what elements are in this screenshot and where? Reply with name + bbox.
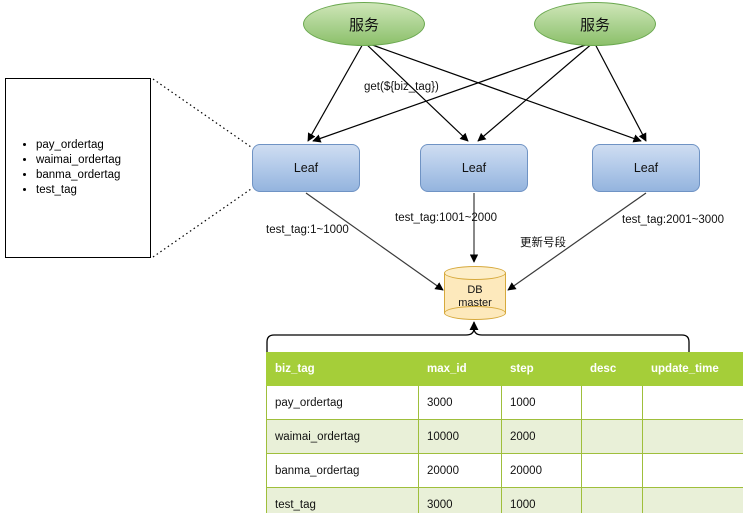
zoom-connector-dotted	[152, 78, 252, 258]
biz-tag-list: pay_ordertag waimai_ordertag banma_order…	[6, 138, 121, 198]
cell-max-id: 10000	[418, 419, 502, 454]
service-node-label: 服务	[348, 16, 379, 34]
table-row: waimai_ordertag 10000 2000	[266, 419, 743, 454]
table-row: pay_ordertag 3000 1000	[266, 385, 743, 420]
cell-biz-tag: pay_ordertag	[266, 385, 419, 420]
table-body: pay_ordertag 3000 1000 waimai_ordertag 1…	[266, 385, 743, 513]
cell-step: 2000	[501, 419, 582, 454]
column-header-step: step	[501, 352, 582, 386]
cell-update-time	[642, 453, 743, 488]
leaf-node-3: Leaf	[592, 144, 700, 192]
leaf-alloc-table: biz_tag max_id step desc update_time pay…	[266, 352, 743, 513]
database-label: DB master	[444, 280, 506, 314]
cell-biz-tag: test_tag	[266, 487, 419, 513]
column-header-desc: desc	[581, 352, 643, 386]
edge-label-range-left: test_tag:1~1000	[266, 224, 349, 236]
column-header-update-time: update_time	[642, 352, 743, 386]
cell-update-time	[642, 419, 743, 454]
cell-desc	[581, 385, 643, 420]
cell-update-time	[642, 487, 743, 513]
cylinder-bottom	[444, 306, 506, 320]
service-node-1: 服务	[303, 2, 425, 46]
list-item: waimai_ordertag	[36, 153, 121, 168]
leaf-node-1: Leaf	[252, 144, 360, 192]
service-to-leaf-edges	[307, 41, 647, 143]
table-header: biz_tag max_id step desc update_time	[266, 352, 743, 386]
cell-max-id: 20000	[418, 453, 502, 488]
table-row: banma_ordertag 20000 20000	[266, 453, 743, 488]
column-header-max-id: max_id	[418, 352, 502, 386]
cell-update-time	[642, 385, 743, 420]
leaf-node-label: Leaf	[461, 161, 487, 175]
edge-label-range-right: test_tag:2001~3000	[622, 214, 724, 226]
column-header-biz-tag: biz_tag	[266, 352, 419, 386]
service-node-2: 服务	[534, 2, 656, 46]
service-node-label: 服务	[579, 16, 610, 34]
table-header-row: biz_tag max_id step desc update_time	[266, 352, 743, 386]
cell-step: 1000	[501, 487, 582, 513]
database-label-line2: master	[458, 297, 492, 309]
edge-label-range-mid: test_tag:1001~2000	[395, 212, 497, 224]
cell-desc	[581, 419, 643, 454]
leaf-node-2: Leaf	[420, 144, 528, 192]
database-cylinder: DB master	[444, 266, 506, 320]
table-row: test_tag 3000 1000	[266, 487, 743, 513]
list-item: pay_ordertag	[36, 138, 121, 153]
biz-tag-list-box: pay_ordertag waimai_ordertag banma_order…	[5, 78, 151, 258]
cell-step: 20000	[501, 453, 582, 488]
cell-desc	[581, 487, 643, 513]
cell-max-id: 3000	[418, 385, 502, 420]
cylinder-top	[444, 266, 506, 280]
database-label-line1: DB	[467, 284, 483, 296]
cell-step: 1000	[501, 385, 582, 420]
cell-biz-tag: banma_ordertag	[266, 453, 419, 488]
cell-max-id: 3000	[418, 487, 502, 513]
cell-desc	[581, 453, 643, 488]
table-to-db-brace	[266, 321, 690, 352]
edge-label-get-call: get(${biz_tag})	[364, 81, 439, 93]
list-item: banma_ordertag	[36, 168, 121, 183]
edge-label-update-segment: 更新号段	[520, 237, 566, 249]
leaf-node-label: Leaf	[293, 161, 319, 175]
leaf-node-label: Leaf	[633, 161, 659, 175]
cell-biz-tag: waimai_ordertag	[266, 419, 419, 454]
list-item: test_tag	[36, 183, 121, 198]
